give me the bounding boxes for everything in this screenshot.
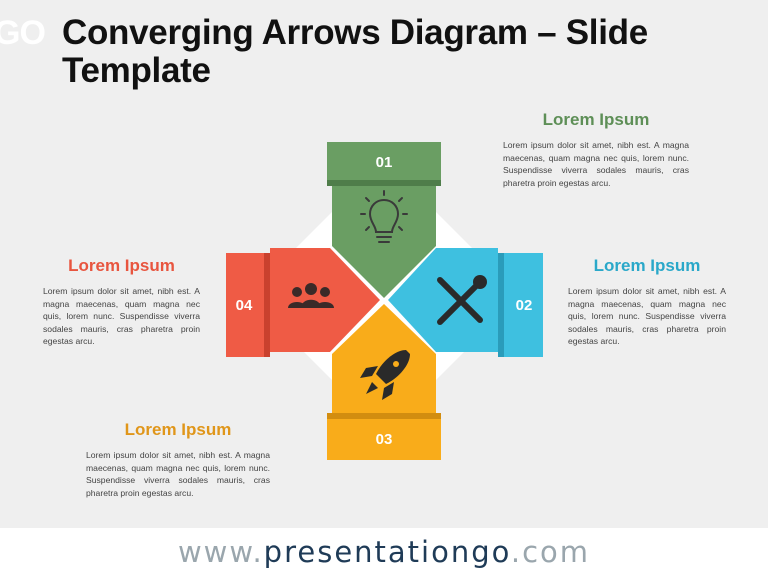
footer-prefix: www. [177,535,264,569]
page-title: Converging Arrows Diagram – Slide Templa… [62,13,648,90]
converging-arrows-diagram: 01 02 03 04 [226,142,543,460]
tab-01 [327,142,441,182]
tab-02 [502,253,543,357]
text-block-01: Lorem Ipsum Lorem ipsum dolor sit amet, … [503,110,689,189]
arrow-04[interactable] [226,248,380,357]
body-04: Lorem ipsum dolor sit amet, nibh est. A … [43,286,200,346]
heading-02: Lorem Ipsum [593,256,701,275]
footer: www.presentationgo.com [0,528,768,576]
number-01: 01 [376,154,393,171]
arrow-03[interactable] [327,304,441,460]
footer-brand: presentationgo [263,535,511,569]
tab-01-shadow [327,180,441,186]
arrow-body-04 [270,248,380,352]
tools-icon [437,275,487,325]
lightbulb-icon [360,190,408,243]
body-02: Lorem ipsum dolor sit amet, nibh est. A … [568,286,726,346]
text-block-04: Lorem Ipsum Lorem ipsum dolor sit amet, … [43,256,200,348]
arrow-body-03 [332,304,436,413]
arrow-02[interactable] [388,248,543,357]
logo-fragment: GO [0,14,46,52]
arrow-body-02 [388,248,498,352]
tab-02-shadow [498,253,504,357]
arrow-01[interactable] [327,142,441,298]
tab-04 [226,253,266,357]
tab-04-shadow [264,253,270,357]
number-03: 03 [376,431,393,448]
heading-03: Lorem Ipsum [124,420,232,439]
number-02: 02 [516,297,533,314]
footer-url[interactable]: www.presentationgo.com [0,535,768,569]
tab-03 [327,418,441,460]
heading-04: Lorem Ipsum [68,256,175,275]
rocket-icon [360,350,410,400]
tab-03-shadow [327,413,441,419]
text-block-03: Lorem Ipsum Lorem ipsum dolor sit amet, … [86,420,270,499]
heading-01: Lorem Ipsum [542,110,650,129]
number-04: 04 [236,297,253,314]
team-icon [288,283,334,308]
slide: GO Converging Arrows Diagram – Slide Tem… [0,13,726,499]
text-block-02: Lorem Ipsum Lorem ipsum dolor sit amet, … [568,256,726,348]
body-01: Lorem ipsum dolor sit amet, nibh est. A … [503,140,689,188]
footer-suffix: .com [510,535,591,569]
body-03: Lorem ipsum dolor sit amet, nibh est. A … [86,450,270,498]
